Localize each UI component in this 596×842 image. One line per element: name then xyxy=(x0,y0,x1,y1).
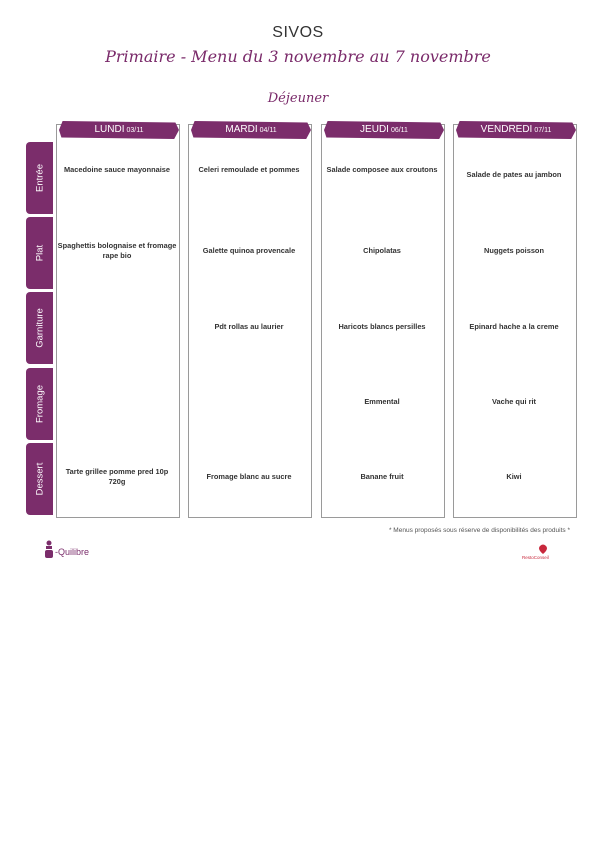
row-label: Fromage xyxy=(34,384,45,424)
equilibre-logo-text: -Quilibre xyxy=(55,547,90,557)
row-tab-dessert: Dessert xyxy=(26,443,53,515)
row-tab-fromage: Fromage xyxy=(26,368,53,440)
menu-item: Macedoine sauce mayonnaise xyxy=(64,165,170,174)
menu-item: Chipolatas xyxy=(363,246,401,255)
menu-item: Salade composee aux croutons xyxy=(326,165,438,174)
menu-item: Kiwi xyxy=(506,472,522,481)
menu-item: Spaghettis bolognaise et fromage rape bi… xyxy=(57,241,177,260)
row-label: Garniture xyxy=(34,308,45,348)
day-name: MARDI xyxy=(225,124,258,135)
day-name: JEUDI xyxy=(360,124,389,135)
row-tab-plat: Plat xyxy=(26,217,53,289)
restoconseil-icon xyxy=(539,544,547,554)
menu-item: Vache qui rit xyxy=(492,397,536,406)
menu-item: Emmental xyxy=(364,397,400,406)
menu-item: Tarte grillee pomme pred 10p 720g xyxy=(65,467,169,486)
menu-item: Fromage blanc au sucre xyxy=(206,472,292,481)
restoconseil-logo: RestoConseil xyxy=(522,544,564,562)
menu-item: Pdt rollas au laurier xyxy=(214,322,284,331)
menu-item: Celeri remoulade et pommes xyxy=(198,165,300,174)
menu-item: Banane fruit xyxy=(360,472,404,481)
restoconseil-logo-text: RestoConseil xyxy=(522,555,549,560)
row-label: Dessert xyxy=(34,462,45,496)
day-date: 07/11 xyxy=(534,127,552,134)
chef-icon xyxy=(45,540,53,558)
row-label: Plat xyxy=(34,244,45,262)
row-tab-entree: Entrée xyxy=(26,142,53,214)
menu-item: Nuggets poisson xyxy=(484,246,544,255)
menu-item: Galette quinoa provencale xyxy=(202,246,296,255)
menu-item: Salade de pates au jambon xyxy=(466,170,562,179)
day-date: 06/11 xyxy=(390,127,408,134)
menu-item: Haricots blancs persilles xyxy=(338,322,426,331)
menu-subtitle: Primaire - Menu du 3 novembre au 7 novem… xyxy=(105,47,491,66)
day-name: LUNDI xyxy=(94,124,125,135)
page-title: SIVOS xyxy=(272,24,324,41)
row-tab-garniture: Garniture xyxy=(26,292,53,364)
availability-note: * Menus proposés sous réserve de disponi… xyxy=(388,527,570,534)
day-date: 04/11 xyxy=(259,127,277,134)
row-label: Entrée xyxy=(34,164,45,192)
meal-label: Déjeuner xyxy=(267,91,329,106)
day-date: 03/11 xyxy=(126,127,144,134)
menu-item: Epinard hache a la creme xyxy=(469,322,559,331)
day-name: VENDREDI xyxy=(480,124,533,135)
